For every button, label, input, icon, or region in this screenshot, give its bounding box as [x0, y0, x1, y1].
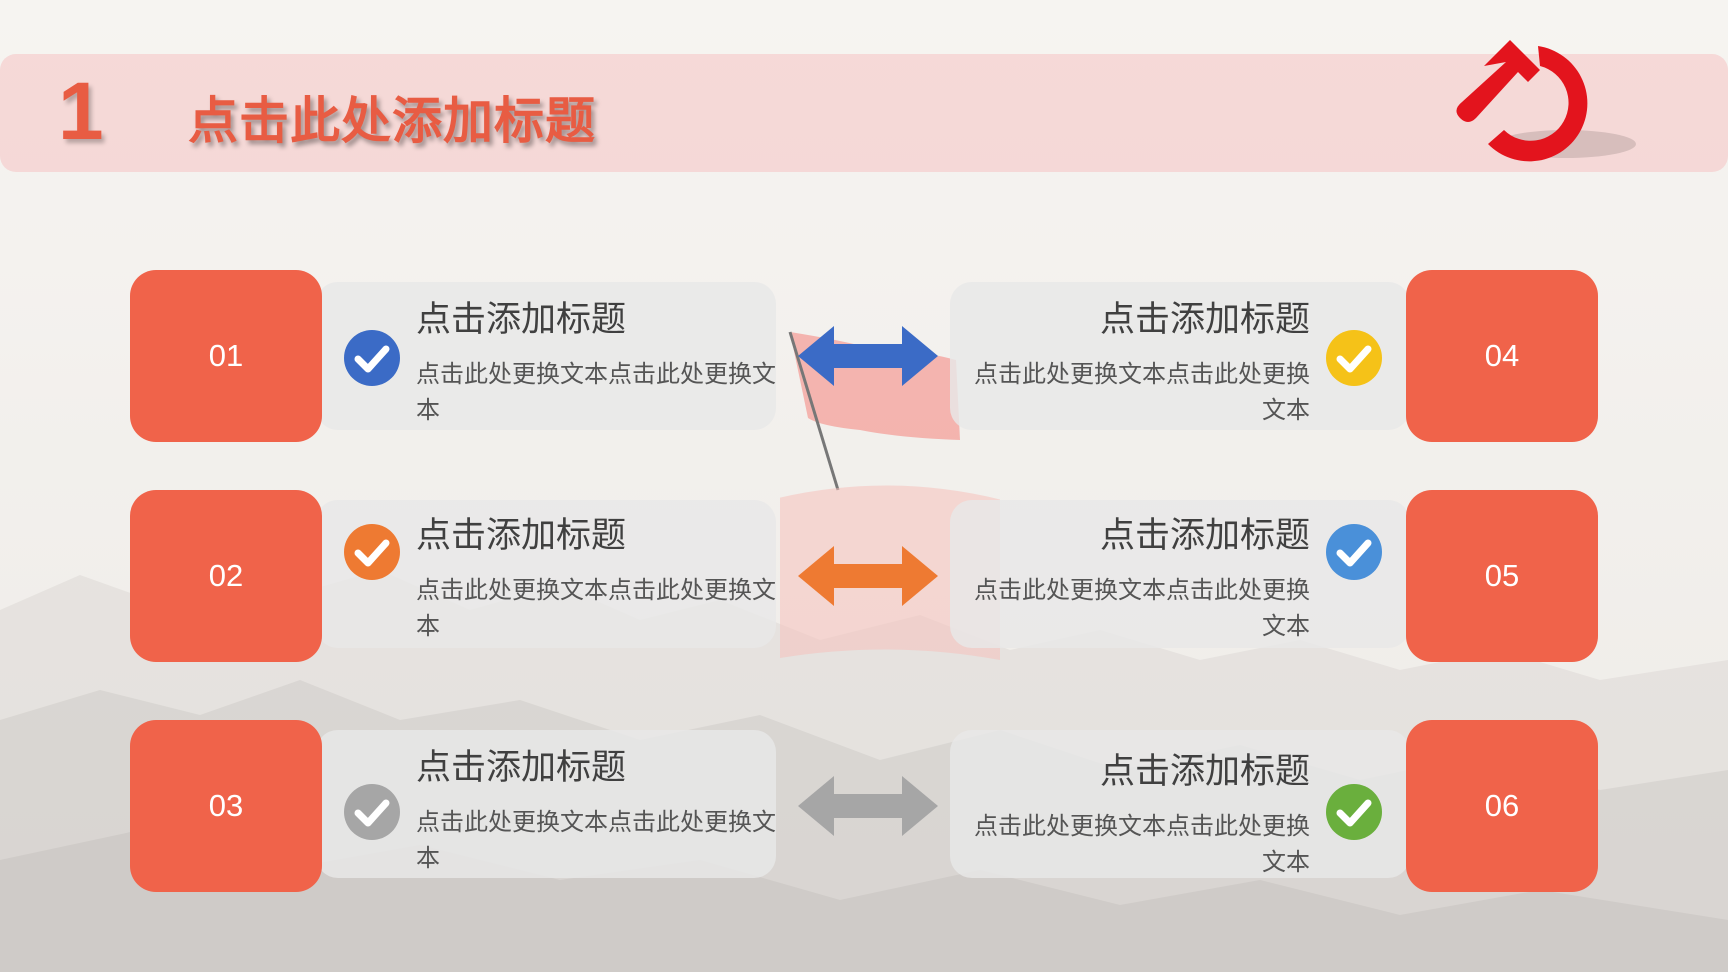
section-number: 1: [58, 66, 104, 157]
card-title[interactable]: 点击添加标题: [1099, 516, 1310, 556]
number-badge-06: 06: [1406, 720, 1598, 892]
check-circle-icon: [344, 784, 400, 840]
check-circle-icon: [1326, 784, 1382, 840]
title-band: [0, 54, 1728, 172]
number-badge-03: 03: [130, 720, 322, 892]
card-text[interactable]: 点击此处更换文本点击此处更换文本: [416, 576, 776, 640]
card-title[interactable]: 点击添加标题: [1099, 300, 1310, 340]
card-title[interactable]: 点击添加标题: [416, 516, 627, 556]
card-text[interactable]: 点击此处更换文本点击此处更换文本: [974, 576, 1310, 640]
double-arrow-icon: [798, 776, 938, 836]
double-arrow-icon: [798, 546, 938, 606]
hammer-sickle-emblem-icon: [1456, 40, 1636, 162]
number-badge-01: 01: [130, 270, 322, 442]
check-circle-icon: [1326, 524, 1382, 580]
card-text[interactable]: 点击此处更换文本点击此处更换文本: [974, 812, 1310, 876]
number-badge-04: 04: [1406, 270, 1598, 442]
card-title[interactable]: 点击添加标题: [1099, 752, 1310, 792]
number-badge-05: 05: [1406, 490, 1598, 662]
card-title[interactable]: 点击添加标题: [416, 748, 627, 788]
card-06: 点击添加标题 点击此处更换文本点击此处更换文本: [950, 730, 1410, 878]
page-title[interactable]: 点击此处添加标题: [188, 92, 596, 150]
card-title[interactable]: 点击添加标题: [416, 300, 627, 340]
card-text[interactable]: 点击此处更换文本点击此处更换文本: [416, 808, 776, 872]
card-text[interactable]: 点击此处更换文本点击此处更换文本: [974, 360, 1310, 424]
check-circle-icon: [344, 330, 400, 386]
number-badge-02: 02: [130, 490, 322, 662]
card-04: 点击添加标题 点击此处更换文本点击此处更换文本: [950, 282, 1410, 430]
card-05: 点击添加标题 点击此处更换文本点击此处更换文本: [950, 500, 1410, 648]
card-text[interactable]: 点击此处更换文本点击此处更换文本: [416, 360, 776, 424]
card-02: 点击添加标题 点击此处更换文本点击此处更换文本: [316, 500, 776, 648]
double-arrow-icon: [798, 326, 938, 386]
card-01: 点击添加标题 点击此处更换文本点击此处更换文本: [316, 282, 776, 430]
check-circle-icon: [344, 524, 400, 580]
card-03: 点击添加标题 点击此处更换文本点击此处更换文本: [316, 730, 776, 878]
check-circle-icon: [1326, 330, 1382, 386]
